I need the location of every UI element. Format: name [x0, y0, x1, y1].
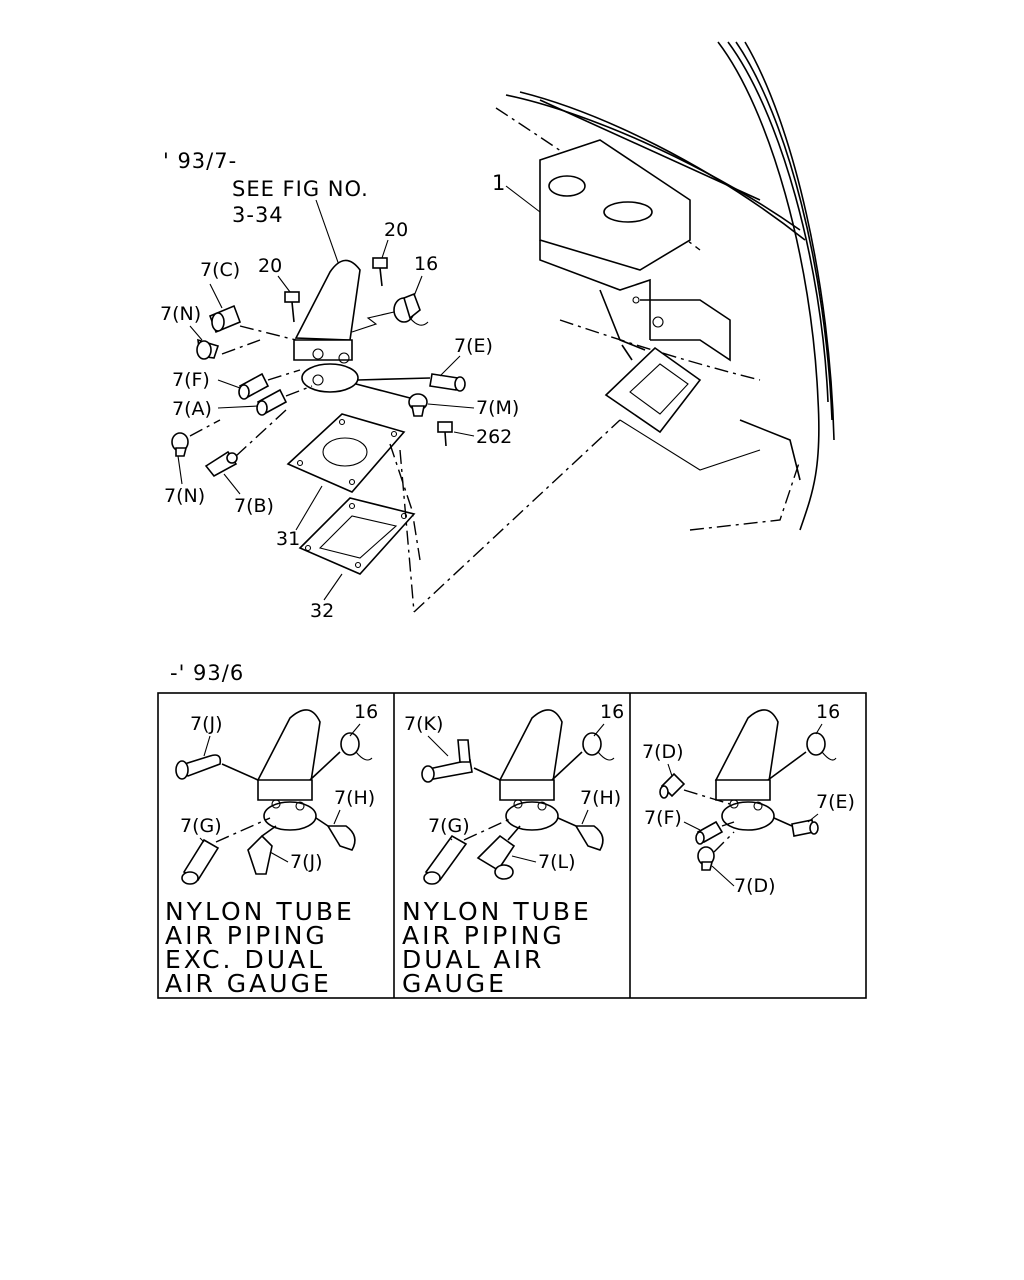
callout-16-1: 16: [354, 701, 378, 723]
fitting-7A: [256, 388, 288, 416]
caption-2-line1: NYLON TUBE: [402, 897, 592, 926]
see-fig-line1: SEE FIG NO.: [232, 177, 369, 201]
shift-boot-1: [256, 709, 321, 789]
callout-16: 16: [414, 253, 438, 275]
bottom-section: -' 93/6 7(J) 16 7(H): [157, 661, 867, 999]
bolt-262: [437, 421, 453, 447]
callout-7H-2: 7(H): [580, 787, 621, 809]
callout-7K-2: 7(K): [404, 713, 443, 735]
caption-1-line1: NYLON TUBE: [165, 897, 355, 926]
callout-7F: 7(F): [172, 369, 210, 391]
mounting-bracket: [539, 139, 691, 361]
switch-16-1: [340, 732, 360, 756]
caption-2-line2: AIR PIPING: [402, 921, 565, 950]
callout-7G-2: 7(G): [428, 815, 470, 837]
panel-1: 7(J) 16 7(H) 7(G) 7(J) NYLON TUBE AIR PI…: [165, 701, 378, 998]
caption-2-line4: GAUGE: [402, 969, 507, 998]
gasket-32: [298, 497, 416, 575]
callout-32: 32: [310, 600, 334, 622]
callout-7J-bottom-1: 7(J): [290, 851, 323, 873]
fitting-7E: [429, 373, 466, 392]
fitting-7N-bottom: [171, 432, 189, 457]
fitting-7H-2: [574, 825, 604, 851]
shift-boot-2: [498, 709, 563, 789]
callout-7G-1: 7(G): [180, 815, 222, 837]
callout-7D-top-3: 7(D): [642, 741, 684, 763]
fitting-7N-top: [196, 338, 220, 360]
date-range-bottom: -' 93/6: [170, 661, 244, 685]
fitting-7C: [208, 304, 242, 334]
panel-3: 7(D) 16 7(E) 7(F) 7(D): [642, 701, 855, 897]
panel-frame: [157, 692, 867, 999]
callout-7M: 7(M): [476, 397, 519, 419]
callout-7L-2: 7(L): [538, 851, 576, 873]
fitting-7B: [204, 450, 238, 478]
panel-2: 7(K) 16 7(H) 7(G) 7(L) NYLON TUBE AIR PI…: [402, 701, 624, 998]
fitting-7M: [408, 393, 428, 417]
callout-1: 1: [492, 171, 506, 195]
callout-16-2: 16: [600, 701, 624, 723]
callout-7F-3: 7(F): [644, 807, 682, 829]
top-section: 1 ' 93/7- SEE FIG NO. 3-34 7(C) 7(N): [160, 41, 835, 622]
callout-7H-1: 7(H): [334, 787, 375, 809]
bolt-20b: [372, 257, 388, 287]
fitting-7L-2: [476, 834, 516, 872]
leader-see-fig: [315, 199, 341, 269]
callout-20b: 20: [384, 219, 408, 241]
reference-line-floor: [413, 419, 621, 613]
cab-body-outline: [495, 41, 835, 531]
fitting-7H-1: [326, 825, 356, 851]
callout-262: 262: [476, 426, 512, 448]
switch-16-3: [806, 732, 826, 756]
floor-gasket: [604, 346, 702, 434]
callout-7N-top: 7(N): [160, 303, 201, 325]
callout-7A: 7(A): [172, 398, 212, 420]
callout-20a: 20: [258, 255, 282, 277]
shift-lever-assembly: [293, 259, 361, 393]
bolt-20a: [284, 291, 300, 323]
caption-1-line2: AIR PIPING: [165, 921, 328, 950]
caption-2-line3: DUAL AIR: [402, 945, 544, 974]
callout-31: 31: [276, 528, 300, 550]
callout-7C: 7(C): [200, 259, 240, 281]
caption-1-line4: AIR GAUGE: [165, 969, 332, 998]
switch-16-2: [582, 732, 602, 756]
leader-1: [505, 185, 541, 213]
callout-7D-bottom-3: 7(D): [734, 875, 776, 897]
plate-31: [286, 413, 406, 493]
shift-boot-3: [714, 709, 779, 789]
callout-7B: 7(B): [234, 495, 274, 517]
callout-16-3: 16: [816, 701, 840, 723]
caption-1-line3: EXC. DUAL: [165, 945, 325, 974]
see-fig-line2: 3-34: [232, 203, 284, 227]
switch-16: [393, 292, 429, 326]
callout-7E: 7(E): [454, 335, 493, 357]
callout-7E-3: 7(E): [816, 791, 855, 813]
date-range-top: ' 93/7-: [163, 149, 237, 173]
callout-7J-top-1: 7(J): [190, 713, 223, 735]
fitting-7F: [238, 372, 270, 400]
fitting-7J-bottom-1: [247, 834, 273, 875]
callout-7N-bottom: 7(N): [164, 485, 205, 507]
